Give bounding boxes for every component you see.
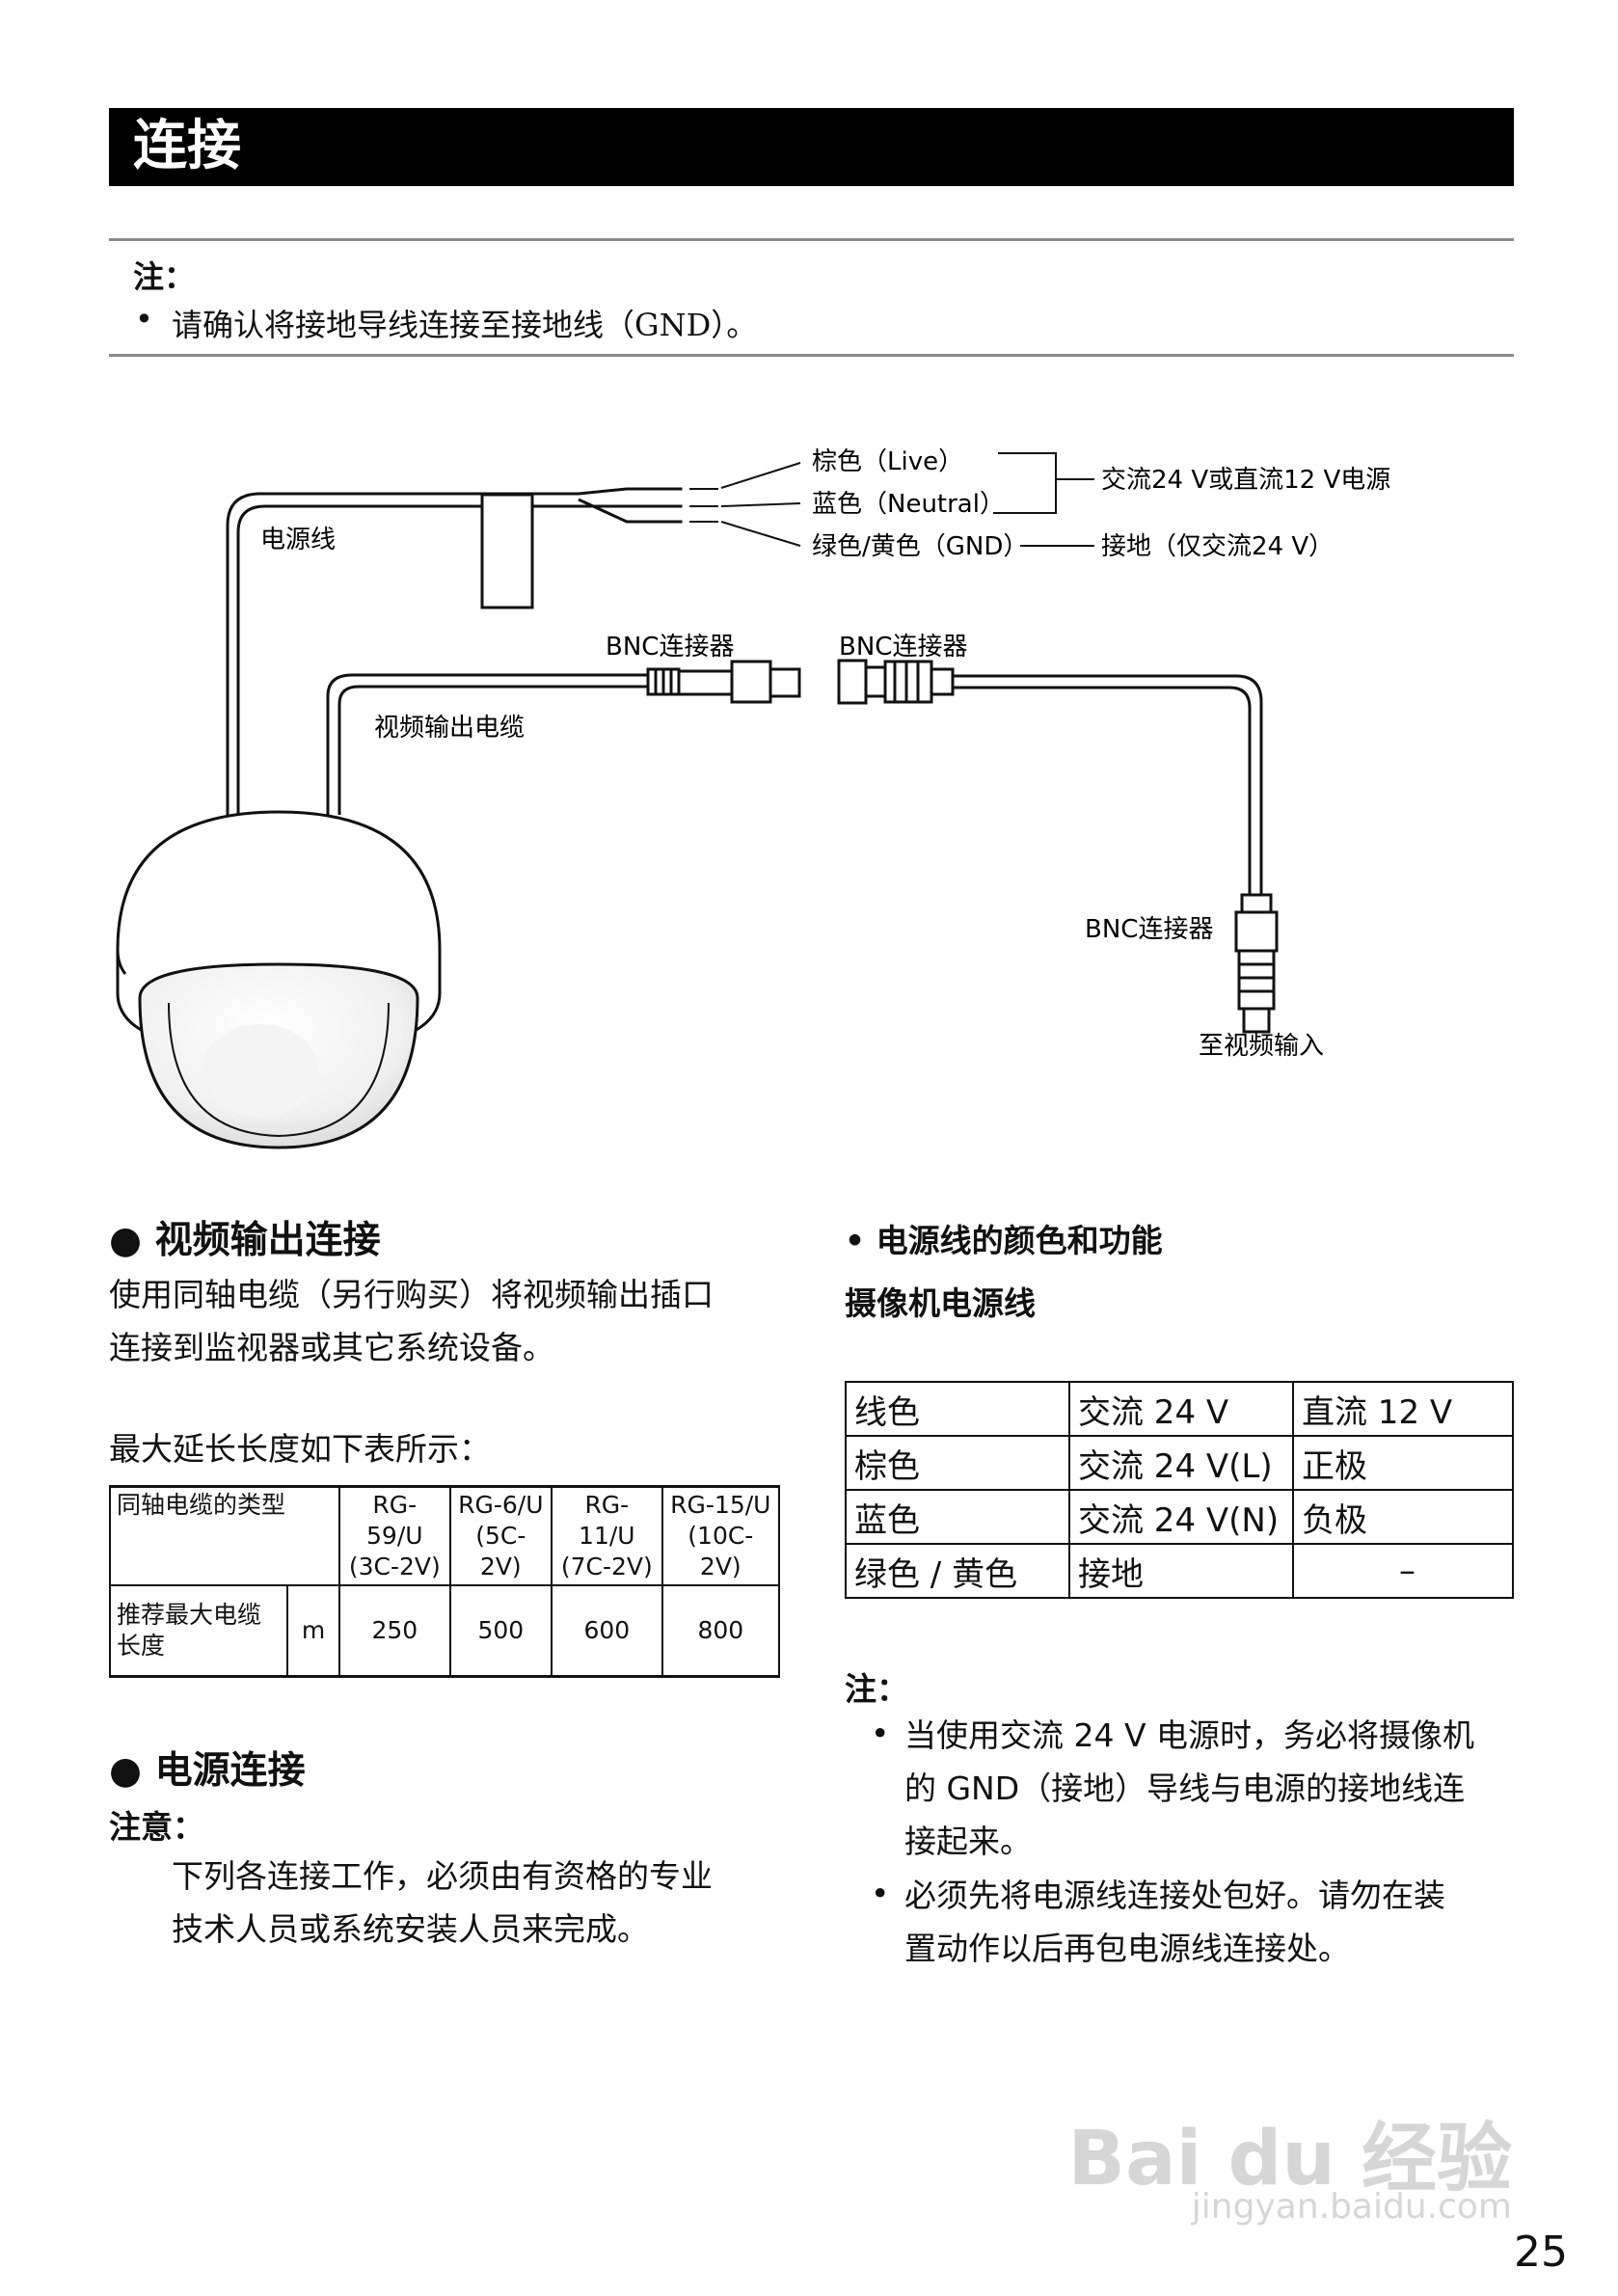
right-note-item1-line2: 的 GND（接地）导线与电源的接地线连 (904, 1769, 1466, 1807)
baidu-watermark-url: jingyan.baidu.com (1191, 2187, 1512, 2227)
table-cell: 交流 24 V(L) (1068, 1435, 1294, 1491)
table-cell: 正极 (1292, 1435, 1514, 1491)
right-note-label: 注： (845, 1670, 908, 1708)
power-section-heading: ● 电源连接 (109, 1749, 306, 1793)
table-cell: 接地 (1068, 1543, 1294, 1599)
cable-tag (480, 493, 534, 609)
dome-camera (116, 810, 442, 1149)
table-row: 棕色 交流 24 V(L) 正极 (845, 1435, 1514, 1491)
video-para-line1: 使用同轴电缆（另行购买）将视频输出插口 (109, 1276, 714, 1313)
right-note-item1-line1: 当使用交流 24 V 电源时，务必将摄像机 (904, 1716, 1475, 1754)
caution-line1: 下列各连接工作，必须由有资格的专业 (172, 1857, 713, 1895)
wire-gy-label: 绿色/黄色（GND） (812, 532, 1028, 561)
right-note-item2-line1: 必须先将电源线连接处包好。请勿在装 (904, 1877, 1445, 1914)
wire-leaders (720, 452, 1094, 547)
bullet-icon: • (871, 1715, 890, 1752)
table-cell: 交流 24 V (1068, 1381, 1294, 1437)
wire-brown-label: 棕色（Live） (812, 447, 963, 476)
table-cell: – (1292, 1543, 1514, 1599)
length-value: 800 (661, 1584, 781, 1678)
wire-blue-label: 蓝色（Neutral） (812, 490, 1005, 519)
page-number: 25 (1514, 2228, 1568, 2277)
wire-colors-heading: • 电源线的颜色和功能 (845, 1222, 1163, 1259)
baidu-watermark: Bai du 经验 (1067, 2116, 1513, 2202)
unit-cell: m (286, 1584, 340, 1678)
video-cable-line (326, 673, 651, 815)
power-cable-line (226, 492, 579, 815)
cable-type-cell: RG-59/U(3C-2V) (338, 1485, 451, 1586)
caution-label: 注意： (109, 1808, 204, 1846)
bnc-connector-right (837, 659, 955, 705)
video-para-line2: 连接到监视器或其它系统设备。 (109, 1329, 554, 1366)
cable-type-cell: RG-6/U(5C-2V) (448, 1485, 553, 1586)
bnc-connector-left (646, 660, 801, 704)
table-cell: 负极 (1292, 1489, 1514, 1545)
wire-colors-subheading: 摄像机电源线 (845, 1284, 1036, 1322)
video-cable-label: 视频输出电缆 (374, 714, 525, 743)
monitor-cable-line (953, 674, 1263, 897)
connection-diagram: 电源线 棕色（Live） 蓝色（Neutral） 绿色/黄色（GND） 交流24… (116, 447, 1390, 1149)
bullet-icon: • (871, 1875, 890, 1912)
power-supply-label: 交流24 V或直流12 V电源 (1101, 466, 1390, 495)
bnc-right-label: BNC连接器 (839, 633, 967, 662)
section-title: 连接 (133, 115, 241, 177)
length-value: 500 (448, 1584, 553, 1678)
bnc-left-label: BNC连接器 (606, 633, 734, 662)
right-note-item2-line2: 置动作以后再包电源线连接处。 (904, 1930, 1350, 1967)
table-intro: 最大延长长度如下表所示： (109, 1430, 491, 1468)
table-cell: 线色 (845, 1381, 1070, 1437)
table-row: 绿色 / 黄色 接地 – (845, 1543, 1514, 1599)
video-section-heading: ● 视频输出连接 (109, 1219, 381, 1262)
table-row: 线色 交流 24 V 直流 12 V (845, 1381, 1514, 1437)
section-title-bar (109, 108, 1514, 186)
bnc-connector-bottom (1234, 893, 1279, 1034)
table-cell: 棕色 (845, 1435, 1070, 1491)
bullet-icon: • (135, 301, 153, 338)
right-note-item1-line3: 接起来。 (904, 1823, 1032, 1860)
table-cell: 绿色 / 黄色 (845, 1543, 1070, 1599)
bnc-bottom-label: BNC连接器 (1085, 915, 1213, 944)
to-video-input-label: 至视频输入 (1199, 1032, 1324, 1061)
row-label: 推荐最大电缆长度 (109, 1584, 288, 1678)
cable-type-cell: RG-11/U(7C-2V) (551, 1485, 663, 1586)
cable-length-table: 同轴电缆的类型 RG-59/U(3C-2V) RG-6/U(5C-2V) RG-… (109, 1485, 781, 1678)
wire-color-table: 线色 交流 24 V 直流 12 V 棕色 交流 24 V(L) 正极 蓝色 交… (845, 1381, 1514, 1599)
length-value: 250 (338, 1584, 451, 1678)
length-value: 600 (551, 1584, 663, 1678)
power-cable-label: 电源线 (260, 526, 336, 554)
top-note-label: 注： (133, 258, 196, 295)
top-note-item: 请确认将接地导线连接至接地线（GND）。 (172, 307, 758, 343)
note-top-rule (109, 238, 1514, 241)
caution-line2: 技术人员或系统安装人员来完成。 (172, 1910, 649, 1948)
cable-type-cell: RG-15/U(10C-2V) (661, 1485, 781, 1586)
note-bottom-rule (109, 354, 1514, 357)
table-row: 蓝色 交流 24 V(N) 负极 (845, 1489, 1514, 1545)
table-cell: 交流 24 V(N) (1068, 1489, 1294, 1545)
cable-type-header: 同轴电缆的类型 (109, 1485, 340, 1586)
ground-label: 接地（仅交流24 V） (1101, 532, 1334, 561)
table-cell: 直流 12 V (1292, 1381, 1514, 1437)
table-cell: 蓝色 (845, 1489, 1070, 1545)
